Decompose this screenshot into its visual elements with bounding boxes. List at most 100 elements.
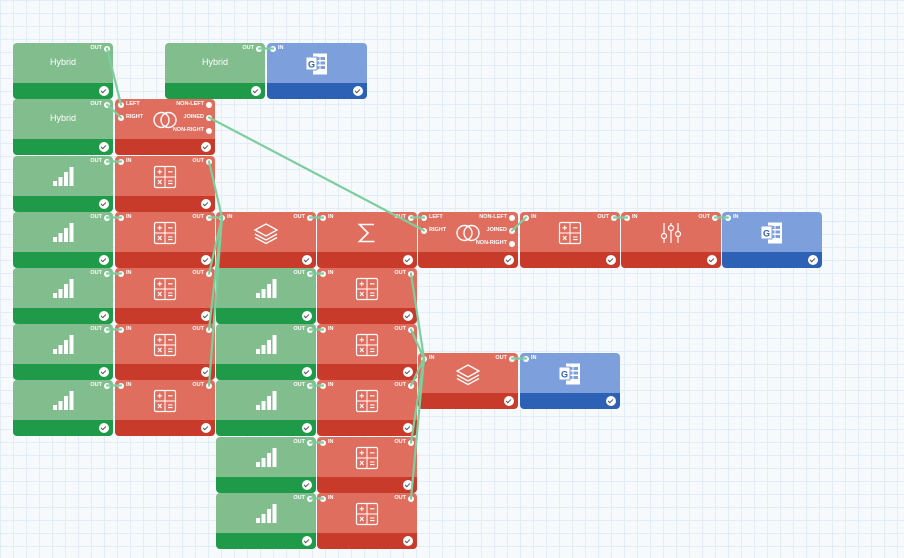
filter-node[interactable]: IN OUT <box>621 212 721 268</box>
join-node[interactable]: LEFT RIGHT NON-LEFT JOINED NON-RIGHT <box>115 99 215 155</box>
port-out[interactable]: OUT <box>192 158 212 165</box>
port-out[interactable]: OUT <box>293 382 313 389</box>
port-out[interactable]: OUT <box>495 355 515 362</box>
port-in[interactable]: IN <box>320 495 334 502</box>
node-body: G <box>267 43 367 83</box>
calc-node[interactable]: IN OUT <box>520 212 620 268</box>
port-out[interactable]: OUT <box>293 495 313 502</box>
port-out[interactable]: OUT <box>394 214 414 221</box>
chart-node[interactable]: OUT <box>13 324 113 380</box>
calc-node[interactable]: IN OUT <box>115 324 215 380</box>
port-out[interactable]: OUT <box>192 214 212 221</box>
port-out[interactable]: OUT <box>394 439 414 446</box>
chart-node[interactable]: OUT <box>216 493 316 549</box>
join-node[interactable]: LEFT RIGHT NON-LEFT JOINED NON-RIGHT <box>418 212 518 268</box>
port-in[interactable]: IN <box>118 214 132 221</box>
port-left[interactable]: LEFT <box>118 101 140 108</box>
port-out[interactable]: OUT <box>192 382 212 389</box>
calculator-icon <box>354 333 380 357</box>
port-out[interactable]: OUT <box>90 158 110 165</box>
layers-node[interactable]: IN OUT <box>418 353 518 409</box>
chart-node[interactable]: OUT <box>13 380 113 436</box>
port-out[interactable]: OUT <box>394 326 414 333</box>
port-in[interactable]: IN <box>320 270 334 277</box>
chart-node[interactable]: OUT <box>216 380 316 436</box>
node-body <box>216 437 316 477</box>
node-body <box>216 380 316 420</box>
port-in[interactable]: IN <box>320 439 334 446</box>
calc-node[interactable]: IN OUT <box>115 380 215 436</box>
port-in[interactable]: IN <box>421 355 435 362</box>
port-right[interactable]: RIGHT <box>421 227 446 234</box>
port-right[interactable]: RIGHT <box>118 114 143 121</box>
port-out[interactable]: OUT <box>90 270 110 277</box>
calc-node[interactable]: IN OUT <box>115 268 215 324</box>
sum-node[interactable]: IN OUT <box>317 212 417 268</box>
port-in[interactable]: IN <box>219 214 233 221</box>
port-in[interactable]: IN <box>270 45 284 52</box>
port-out[interactable]: OUT <box>242 45 262 52</box>
port-out[interactable]: OUT <box>394 270 414 277</box>
port-in[interactable]: IN <box>118 270 132 277</box>
calculator-icon <box>354 389 380 413</box>
port-joined[interactable]: JOINED <box>184 114 213 121</box>
port-in[interactable]: IN <box>624 214 638 221</box>
google-sheets-icon: G <box>759 221 785 245</box>
port-joined[interactable]: JOINED <box>487 227 516 234</box>
calc-node[interactable]: IN OUT <box>317 324 417 380</box>
port-non-left[interactable]: NON-LEFT <box>176 101 212 108</box>
port-in[interactable]: IN <box>118 326 132 333</box>
port-out[interactable]: OUT <box>90 326 110 333</box>
port-out[interactable]: OUT <box>293 214 313 221</box>
calculator-icon <box>354 277 380 301</box>
port-out[interactable]: OUT <box>90 101 110 108</box>
port-out[interactable]: OUT <box>293 270 313 277</box>
port-out[interactable]: OUT <box>90 45 110 52</box>
port-out[interactable]: OUT <box>293 326 313 333</box>
port-non-left[interactable]: NON-LEFT <box>479 214 515 221</box>
calc-node[interactable]: IN OUT <box>115 156 215 212</box>
calc-node[interactable]: IN OUT <box>317 380 417 436</box>
port-in[interactable]: IN <box>725 214 739 221</box>
calc-node[interactable]: IN OUT <box>317 268 417 324</box>
port-in[interactable]: IN <box>523 355 537 362</box>
port-non-right[interactable]: NON-RIGHT <box>173 127 213 134</box>
port-in[interactable]: IN <box>320 326 334 333</box>
port-out[interactable]: OUT <box>90 214 110 221</box>
chart-node[interactable]: OUT <box>13 156 113 212</box>
port-in[interactable]: IN <box>118 158 132 165</box>
port-in[interactable]: IN <box>118 382 132 389</box>
port-in[interactable]: IN <box>320 382 334 389</box>
sheets-node[interactable]: G IN <box>722 212 822 268</box>
chart-node[interactable]: OUT <box>216 268 316 324</box>
chart-node[interactable]: OUT <box>13 268 113 324</box>
chart-node[interactable]: OUT <box>216 324 316 380</box>
port-in[interactable]: IN <box>320 214 334 221</box>
port-non-right[interactable]: NON-RIGHT <box>476 240 516 247</box>
port-out[interactable]: OUT <box>394 382 414 389</box>
calc-node[interactable]: IN OUT <box>115 212 215 268</box>
port-out[interactable]: OUT <box>293 439 313 446</box>
layers-node[interactable]: IN OUT <box>216 212 316 268</box>
calc-node[interactable]: IN OUT <box>317 493 417 549</box>
join-icon <box>455 221 481 245</box>
port-out[interactable]: OUT <box>394 495 414 502</box>
port-out[interactable]: OUT <box>192 270 212 277</box>
port-out[interactable]: OUT <box>597 214 617 221</box>
port-out[interactable]: OUT <box>90 382 110 389</box>
port-out[interactable]: OUT <box>698 214 718 221</box>
calc-node[interactable]: IN OUT <box>317 437 417 493</box>
bar-chart-icon <box>50 221 76 245</box>
chart-node[interactable]: OUT <box>13 212 113 268</box>
chart-node[interactable]: OUT <box>216 437 316 493</box>
port-left[interactable]: LEFT <box>421 214 443 221</box>
bar-chart-icon <box>253 446 279 470</box>
port-out[interactable]: OUT <box>192 326 212 333</box>
port-in[interactable]: IN <box>523 214 537 221</box>
